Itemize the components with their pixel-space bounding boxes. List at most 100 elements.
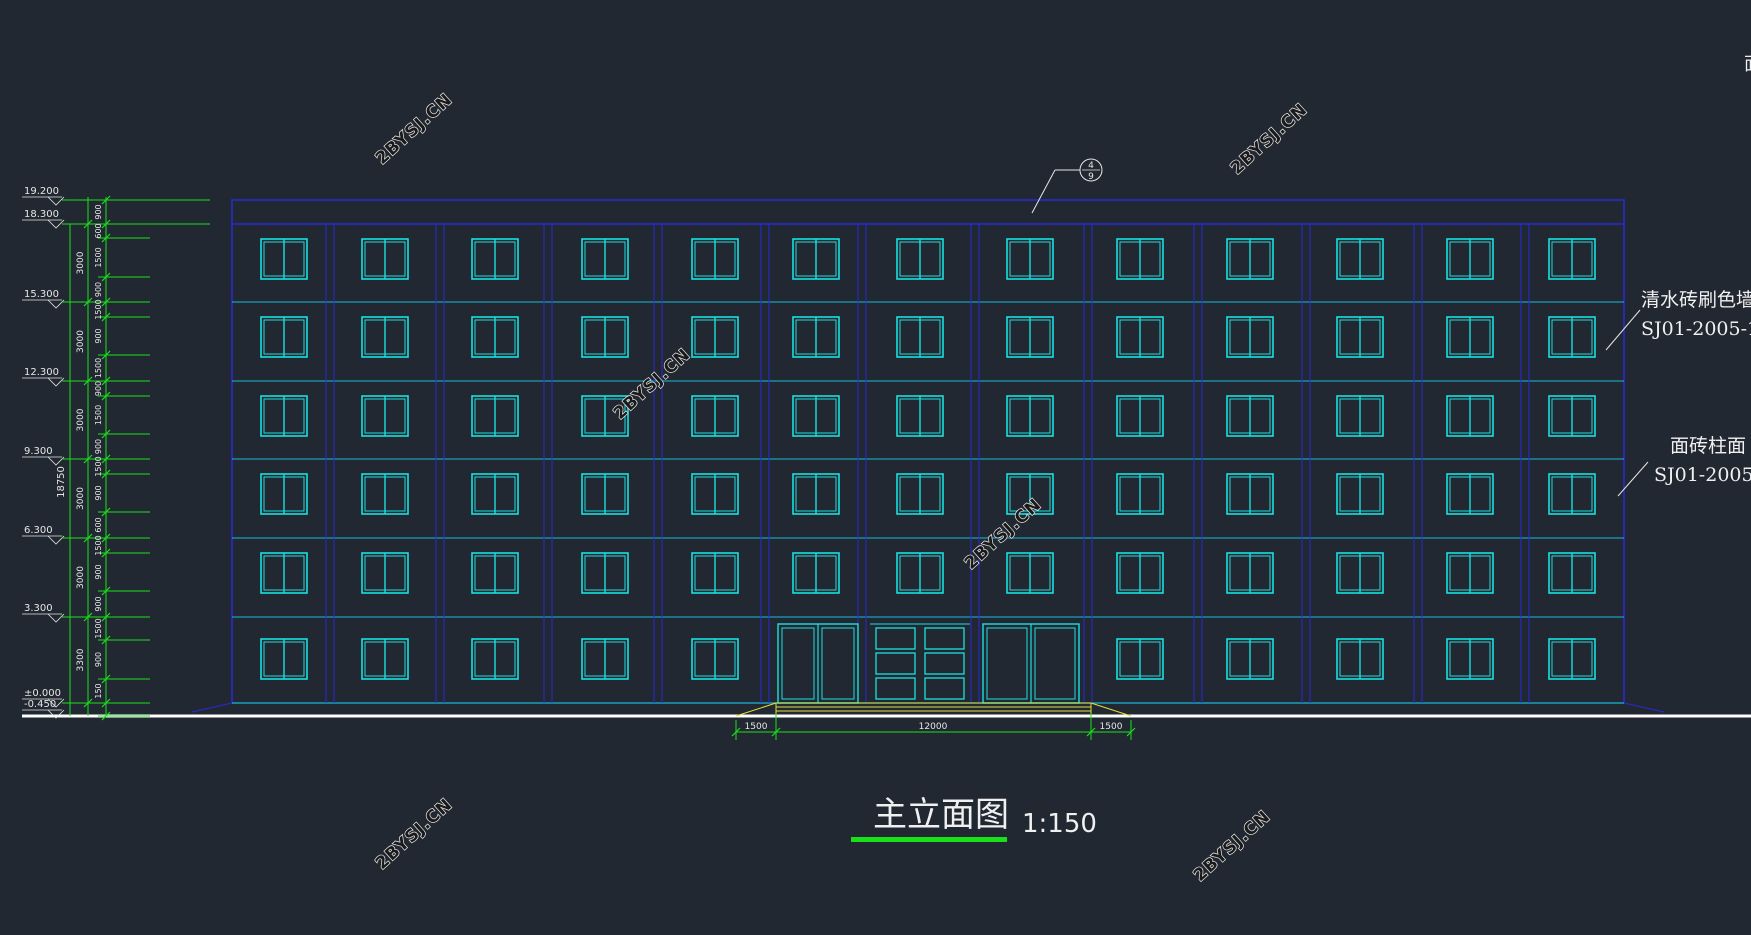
window — [1006, 552, 1054, 594]
ground-slope — [1623, 702, 1665, 713]
door-leaf — [821, 627, 855, 700]
segment-height-label: 900 — [94, 204, 103, 219]
building-elevation — [22, 199, 1751, 718]
window — [1336, 238, 1384, 280]
entrance-panel — [875, 652, 916, 675]
window — [1446, 238, 1494, 280]
window — [471, 238, 519, 280]
elevation-label: 3.300 — [24, 603, 53, 614]
window — [1336, 473, 1384, 515]
dim-slash — [101, 272, 111, 282]
window — [792, 473, 840, 515]
window — [1226, 638, 1274, 680]
entrance-panel — [875, 677, 916, 700]
segment-height-label: 900 — [94, 596, 103, 611]
step-edge — [1090, 702, 1132, 717]
window — [792, 238, 840, 280]
bottom-dim-left: 1500 — [745, 722, 768, 732]
window — [260, 552, 308, 594]
dim-slash — [101, 376, 111, 386]
storey-height-label: 3000 — [76, 330, 86, 353]
window — [1446, 638, 1494, 680]
window — [1116, 638, 1164, 680]
detail-callout: 4 9 — [1031, 158, 1103, 214]
elevation-marker — [47, 377, 65, 387]
window — [792, 552, 840, 594]
window — [260, 238, 308, 280]
window — [1116, 395, 1164, 437]
elevation-marker — [47, 613, 65, 623]
dim-slash — [101, 548, 111, 558]
window — [471, 638, 519, 680]
window — [581, 473, 629, 515]
window — [581, 552, 629, 594]
elevation-label: -0.450 — [24, 699, 56, 710]
window — [1006, 238, 1054, 280]
window — [361, 395, 409, 437]
window — [1226, 552, 1274, 594]
window — [896, 552, 944, 594]
dim-slash — [101, 429, 111, 439]
door-leaf — [781, 627, 815, 700]
corner-mark: 面 — [1744, 54, 1751, 75]
dim-slash — [83, 612, 93, 622]
window — [581, 395, 629, 437]
window — [1116, 238, 1164, 280]
annotation-brick-wall-text: 清水砖刷色墙面 — [1641, 289, 1751, 311]
bottom-dim-right: 1500 — [1100, 722, 1123, 732]
drawing-scale: 1:150 — [1022, 809, 1097, 839]
entrance-panel — [924, 677, 965, 700]
step-edge — [735, 702, 777, 717]
elevation-label: 19.200 — [24, 186, 59, 197]
storey-height-label: 3000 — [76, 566, 86, 589]
dim-slash — [101, 674, 111, 684]
window — [1336, 316, 1384, 358]
dim-slash — [101, 454, 111, 464]
elevation-label: 12.300 — [24, 367, 59, 378]
window — [1006, 316, 1054, 358]
segment-height-label: 900 — [94, 485, 103, 500]
dim-slash — [101, 711, 111, 721]
window — [1226, 316, 1274, 358]
dim-slash — [101, 391, 111, 401]
window — [896, 238, 944, 280]
segment-height-label: 900 — [94, 439, 103, 454]
dim-slash — [83, 454, 93, 464]
window — [1548, 638, 1596, 680]
dim-slash — [101, 297, 111, 307]
window — [1446, 395, 1494, 437]
segment-height-label: 1500 — [94, 456, 103, 476]
window — [1446, 473, 1494, 515]
dim-slash — [101, 219, 111, 229]
segment-height-label: 900 — [94, 282, 103, 297]
window — [260, 638, 308, 680]
segment-height-label: 1500 — [94, 535, 103, 555]
window — [691, 473, 739, 515]
window — [1446, 316, 1494, 358]
entrance-panel — [924, 627, 965, 650]
annotation-tile-column-text: 面砖柱面 — [1670, 435, 1746, 457]
door-leaf — [986, 627, 1028, 700]
window — [1226, 473, 1274, 515]
elevation-label: 9.300 — [24, 446, 53, 457]
dim-slash — [83, 376, 93, 386]
elevation-marker — [47, 535, 65, 545]
window — [691, 638, 739, 680]
detail-callout-bottom: 9 — [1088, 172, 1094, 182]
segment-height-label: 1500 — [94, 299, 103, 319]
elevation-marker — [47, 196, 65, 206]
door-leaf — [1034, 627, 1076, 700]
window — [471, 316, 519, 358]
window — [1548, 238, 1596, 280]
window — [260, 395, 308, 437]
window — [792, 395, 840, 437]
segment-height-label: 900 — [94, 328, 103, 343]
storey-height-label: 3000 — [76, 408, 86, 431]
window — [1548, 316, 1596, 358]
entrance-panel — [924, 652, 965, 675]
ground-slope — [191, 702, 233, 713]
storey-height-label: 3000 — [76, 251, 86, 274]
window — [1446, 552, 1494, 594]
